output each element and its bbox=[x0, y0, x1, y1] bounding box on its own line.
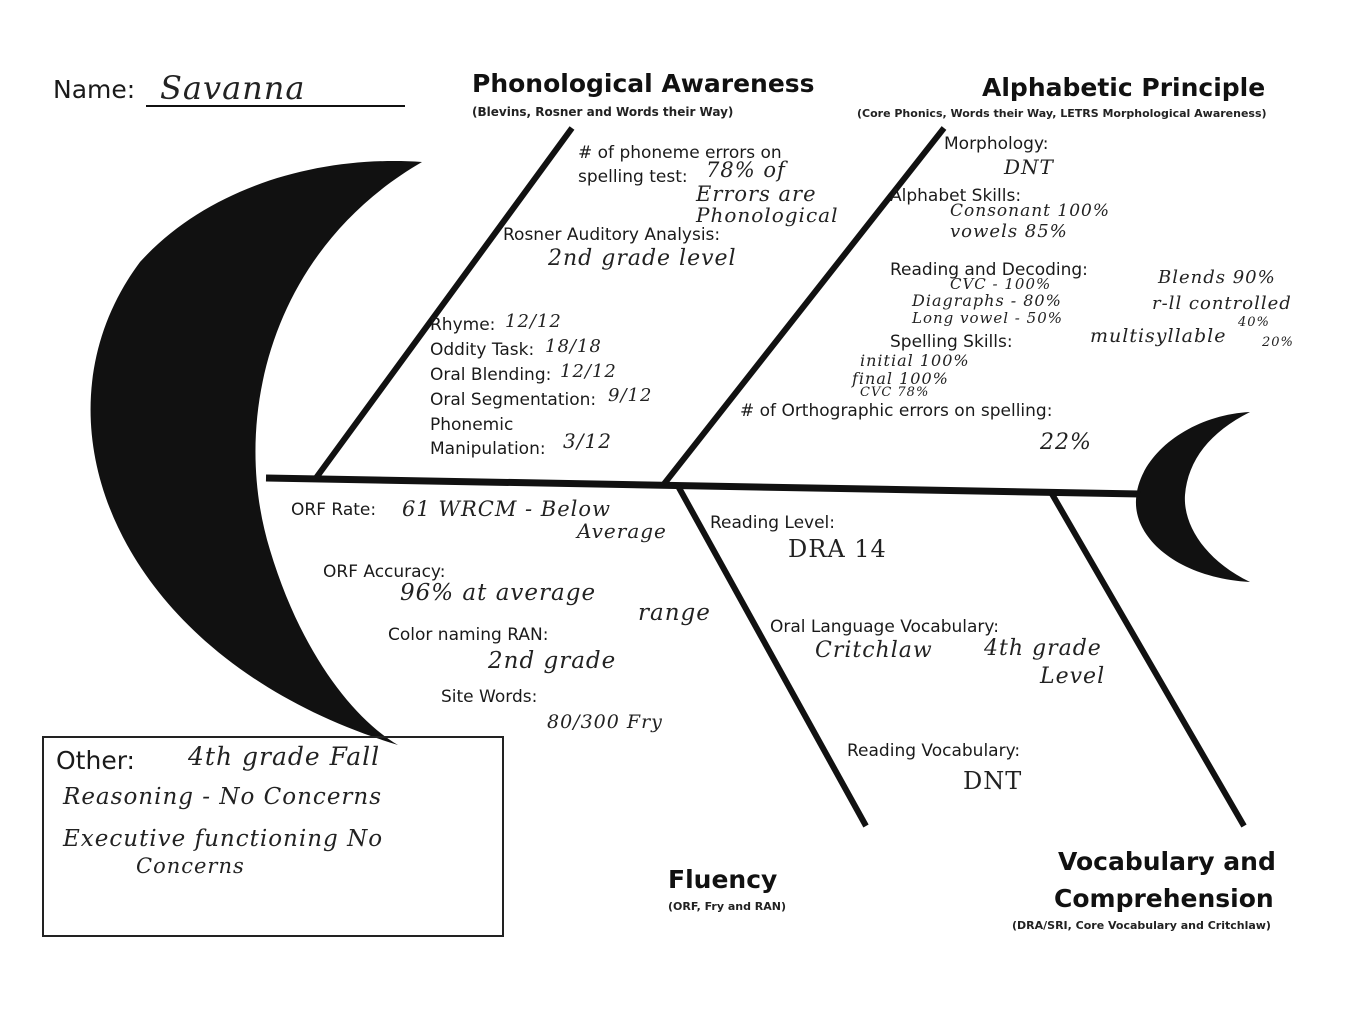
orthographic-errors-label: # of Orthographic errors on spelling: bbox=[740, 401, 1053, 421]
segmentation-value: 9/12 bbox=[608, 385, 653, 406]
other-line-4: Concerns bbox=[136, 854, 245, 878]
multisyllable-pct: 20% bbox=[1262, 335, 1294, 350]
oral-vocab-value-2: 4th grade bbox=[984, 636, 1102, 661]
phonological-sources: (Blevins, Rosner and Words their Way) bbox=[472, 105, 734, 119]
vowels-value: vowels 85% bbox=[950, 221, 1068, 242]
alphabetic-title: Alphabetic Principle bbox=[982, 73, 1266, 102]
other-notes-box bbox=[42, 736, 504, 937]
rosner-value: 2nd grade level bbox=[548, 246, 737, 271]
manipulation-value: 3/12 bbox=[563, 429, 612, 453]
orf-accuracy-value-1: 96% at average bbox=[400, 580, 597, 606]
orf-rate-label: ORF Rate: bbox=[291, 500, 377, 520]
phoneme-errors-value-1: 78% of bbox=[706, 158, 786, 182]
oral-vocab-value-1: Critchlaw bbox=[815, 638, 933, 663]
orf-rate-value-1: 61 WRCM - Below bbox=[402, 497, 612, 521]
alphabet-skills-label: Alphabet Skills: bbox=[890, 186, 1022, 206]
long-vowel-value: Long vowel - 50% bbox=[912, 309, 1063, 327]
oral-vocab-value-3: Level bbox=[1040, 664, 1106, 689]
fish-head-shape bbox=[1135, 412, 1250, 582]
vocab-bone bbox=[1049, 492, 1247, 828]
orf-rate-value-2: Average bbox=[577, 519, 667, 543]
digraphs-value: Diagraphs - 80% bbox=[912, 291, 1062, 310]
r-controlled-value: r-ll controlled bbox=[1152, 293, 1292, 314]
blending-value: 12/12 bbox=[560, 361, 617, 382]
ran-label: Color naming RAN: bbox=[388, 625, 549, 645]
oddity-label: Oddity Task: bbox=[430, 340, 535, 360]
blending-label: Oral Blending: bbox=[430, 365, 552, 385]
morphology-value: DNT bbox=[1004, 155, 1054, 179]
alphabetic-bone bbox=[661, 126, 947, 486]
phonological-bone bbox=[313, 126, 575, 480]
fluency-sources: (ORF, Fry and RAN) bbox=[668, 900, 787, 913]
orthographic-errors-value: 22% bbox=[1040, 430, 1092, 455]
phoneme-errors-value-3: Phonological bbox=[696, 203, 839, 227]
name-label: Name: bbox=[53, 75, 136, 104]
phoneme-errors-value-2: Errors are bbox=[696, 182, 817, 206]
segmentation-label: Oral Segmentation: bbox=[430, 390, 597, 410]
phonological-title: Phonological Awareness bbox=[472, 69, 815, 98]
fluency-bone bbox=[675, 484, 869, 828]
spelling-initial-value: initial 100% bbox=[860, 351, 970, 370]
other-line-2: Reasoning - No Concerns bbox=[63, 784, 383, 810]
site-words-value: 80/300 Fry bbox=[547, 711, 663, 733]
orf-accuracy-label: ORF Accuracy: bbox=[323, 562, 446, 582]
reading-vocab-value: DNT bbox=[963, 767, 1023, 795]
fish-tail-shape bbox=[90, 161, 422, 745]
manipulation-label-2: Manipulation: bbox=[430, 439, 546, 459]
reading-decoding-label: Reading and Decoding: bbox=[890, 260, 1088, 280]
vocab-title-line1: Vocabulary and bbox=[1058, 847, 1276, 876]
phoneme-errors-label-1: # of phoneme errors on bbox=[578, 143, 782, 163]
rhyme-value: 12/12 bbox=[505, 311, 562, 332]
morphology-label: Morphology: bbox=[944, 134, 1049, 154]
other-line-1: 4th grade Fall bbox=[188, 742, 381, 771]
reading-level-value: DRA 14 bbox=[788, 535, 887, 563]
multisyllable-value: multisyllable bbox=[1090, 325, 1227, 347]
ran-value: 2nd grade bbox=[488, 648, 617, 674]
vocab-title-line2: Comprehension bbox=[1054, 884, 1274, 913]
spelling-final-value: final 100% bbox=[852, 369, 949, 388]
reading-vocab-label: Reading Vocabulary: bbox=[847, 741, 1021, 761]
cvc-value: CVC - 100% bbox=[950, 275, 1052, 293]
blends-value: Blends 90% bbox=[1158, 267, 1276, 288]
rhyme-label: Rhyme: bbox=[430, 315, 496, 335]
oral-vocab-label: Oral Language Vocabulary: bbox=[770, 617, 999, 637]
orf-accuracy-value-2: range bbox=[638, 600, 711, 626]
phoneme-errors-label-2: spelling test: bbox=[578, 167, 688, 187]
other-label: Other: bbox=[56, 746, 135, 775]
other-line-3: Executive functioning No bbox=[63, 826, 384, 852]
spine-line bbox=[265, 474, 1141, 498]
oddity-value: 18/18 bbox=[545, 336, 602, 357]
reading-level-label: Reading Level: bbox=[710, 513, 836, 533]
fluency-title: Fluency bbox=[668, 865, 778, 894]
rosner-label: Rosner Auditory Analysis: bbox=[503, 225, 721, 245]
spelling-skills-label: Spelling Skills: bbox=[890, 332, 1013, 352]
alphabetic-sources: (Core Phonics, Words their Way, LETRS Mo… bbox=[857, 107, 1267, 120]
vocab-sources: (DRA/SRI, Core Vocabulary and Critchlaw) bbox=[1012, 919, 1271, 932]
manipulation-label-1: Phonemic bbox=[430, 415, 514, 435]
name-value: Savanna bbox=[160, 69, 306, 107]
spelling-cvc-value: CVC 78% bbox=[860, 385, 930, 400]
site-words-label: Site Words: bbox=[441, 687, 538, 707]
r-controlled-pct: 40% bbox=[1238, 315, 1270, 330]
consonant-value: Consonant 100% bbox=[950, 201, 1111, 221]
